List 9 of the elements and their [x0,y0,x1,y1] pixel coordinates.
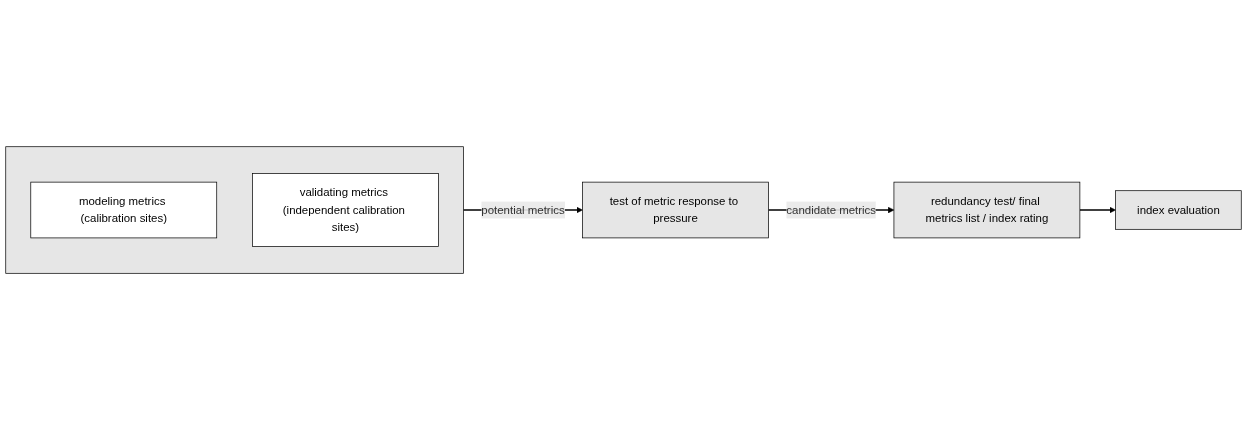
node-box: modeling metrics (calibration sites) [30,182,218,239]
edge-label: candidate metrics [786,204,877,217]
node-box: test of metric response to pressure [582,182,769,239]
node-box: index evaluation [1115,190,1242,231]
arrow [1079,207,1116,214]
node-box: validating metrics (independent calibration sites) [252,173,439,248]
edge-label: potential metrics [481,204,565,217]
node-box: redundancy test/ final metrics list / index rating [893,182,1081,239]
cluster [5,146,464,275]
